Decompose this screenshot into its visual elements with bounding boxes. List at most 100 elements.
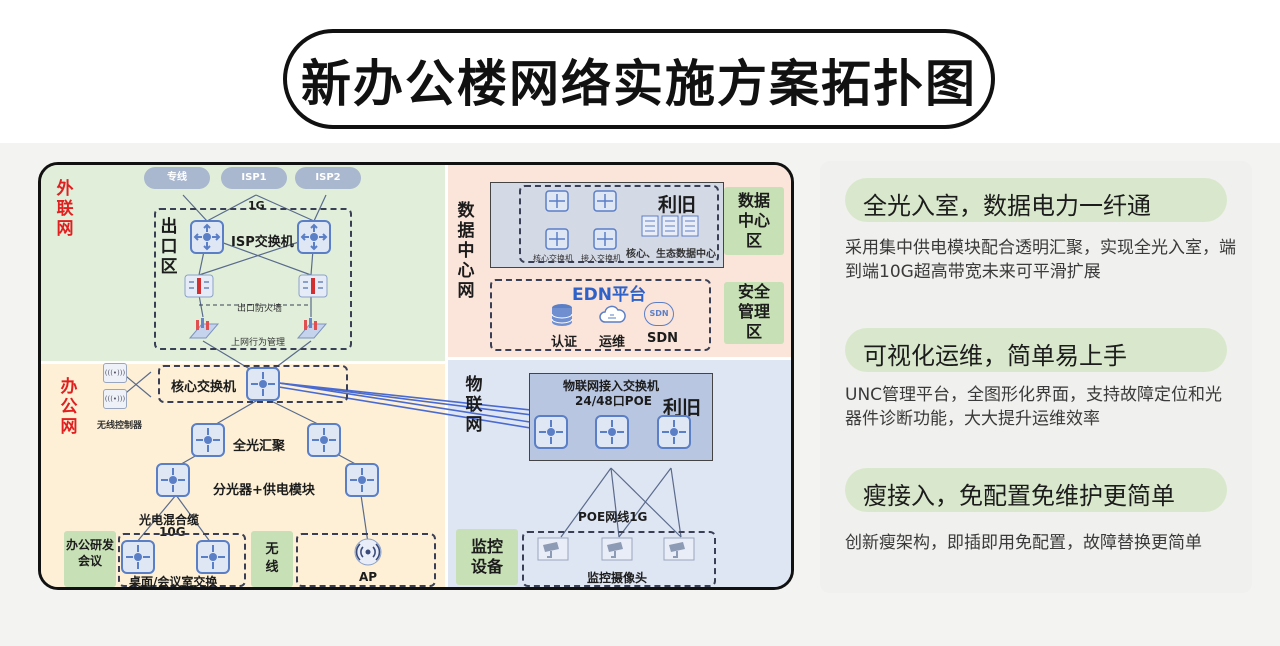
dc-core-caption: 核心交换机 xyxy=(533,254,573,263)
splitter-label: 分光器+供电模块 xyxy=(213,483,315,498)
cloud-icon: ISP1 xyxy=(221,167,287,189)
core-switch-label: 核心交换机 xyxy=(171,380,237,395)
camera-icon xyxy=(663,537,695,561)
core-switch-box xyxy=(158,365,348,403)
feature-panel xyxy=(820,161,1252,593)
behavior-mgmt-icon xyxy=(296,318,328,339)
edn-box xyxy=(490,279,711,351)
feature-2-heading: 可视化运维，简单易上手 xyxy=(863,342,1127,370)
camera-icon xyxy=(537,537,569,561)
cloud-ops-icon xyxy=(599,305,626,323)
feature-1-heading: 全光入室，数据电力一纤通 xyxy=(863,192,1151,220)
page-title: 新办公楼网络实施方案拓扑图 xyxy=(301,55,977,113)
camera-label: 监控摄像头 xyxy=(587,571,648,585)
cloud-isp1-label: ISP1 xyxy=(241,172,267,183)
edn-title: EDN平台 xyxy=(572,285,646,305)
poe-cable-label: POE网线1G xyxy=(578,510,648,524)
monitor-zone-text: 监控设备 xyxy=(470,537,503,576)
switch-icon xyxy=(534,415,568,449)
behavior-mgmt-icon xyxy=(188,318,220,339)
switch-icon xyxy=(196,540,230,574)
iot-network-label: 物联网 xyxy=(465,375,483,435)
camera-box xyxy=(522,531,716,587)
dc-device-box xyxy=(519,185,719,263)
dc-eco-caption: 核心、生态数据中心 xyxy=(626,249,716,260)
switch-icon xyxy=(297,220,331,254)
cloud-dedicated-line-label: 专线 xyxy=(167,172,187,183)
firewall-icon xyxy=(298,274,328,298)
wireless-controller-icon: (((•))) xyxy=(103,389,127,409)
feature-3-text: 创新瘦架构，即插即用免配置，故障替换更简单 xyxy=(845,533,1202,553)
behavior-mgmt-caption: 上网行为管理 xyxy=(231,338,286,348)
hybrid-cable-speed-label: 10G xyxy=(159,525,186,539)
database-icon xyxy=(551,304,573,326)
zone-outer-network xyxy=(41,165,445,361)
wireless-controller-caption: 无线控制器 xyxy=(97,421,143,431)
switch-icon xyxy=(307,423,341,457)
switch-icon xyxy=(191,423,225,457)
edn-item-auth: 认证 xyxy=(551,335,578,350)
title-pill xyxy=(283,29,995,129)
iot-switch-title: 物联网接入交换机 xyxy=(563,379,660,393)
switch-icon xyxy=(156,463,190,497)
desk-switch-label: 桌面/会议室交换 xyxy=(129,575,218,589)
iot-switch-ports: 24/48口POE xyxy=(575,394,652,408)
reuse-label-iot: 利旧 xyxy=(663,397,702,419)
office-rd-meeting-label: 办公研发会议 xyxy=(64,531,116,587)
isp-switch-label: ISP交换机 xyxy=(231,235,294,250)
switch-icon xyxy=(545,228,569,250)
sdn-icon-text: SDN xyxy=(649,309,669,318)
wireless-controller-icon: (((•))) xyxy=(103,363,127,383)
topology-diagram: 外联网 办公网 数据中心网 物联网 专线 ISP1 ISP2 出口区 1G IS… xyxy=(38,162,794,590)
office-network-label: 办公网 xyxy=(60,377,78,437)
link-1g-label: 1G xyxy=(248,199,265,212)
switch-icon xyxy=(657,415,691,449)
office-rd-meeting-text: 办公研发会议 xyxy=(65,538,114,568)
switch-icon xyxy=(593,228,617,250)
exit-zone-label: 出口区 xyxy=(160,217,178,277)
cloud-icon: ISP2 xyxy=(295,167,361,189)
cloud-isp2-label: ISP2 xyxy=(315,172,341,183)
feature-2-text: UNC管理平台，全图形化界面，支持故障定位和光器件诊断功能，大大提升运维效率 xyxy=(845,385,1223,429)
dc-access-caption: 接入交换机 xyxy=(581,254,621,263)
cloud-icon: 专线 xyxy=(144,167,210,189)
switch-icon xyxy=(190,220,224,254)
wireless-controller-1-text: (((•))) xyxy=(104,369,126,377)
firewall-caption: 出口防火墙 xyxy=(237,304,283,314)
wireless-label: 无线 xyxy=(251,531,293,587)
all-optical-agg-label: 全光汇聚 xyxy=(233,439,286,454)
wireless-text: 无线 xyxy=(265,542,279,575)
hybrid-cable-label: 光电混合缆 xyxy=(139,513,200,527)
camera-icon xyxy=(601,537,633,561)
sdn-icon: SDN xyxy=(644,302,674,326)
security-zone-label: 安全管理区 xyxy=(724,282,784,344)
outer-network-label: 外联网 xyxy=(56,179,74,239)
wireless-controller-2-text: (((•))) xyxy=(104,395,126,403)
feature-3-pill xyxy=(845,468,1227,512)
switch-icon xyxy=(121,540,155,574)
edn-item-sdn: SDN xyxy=(647,331,679,346)
wifi-ap-icon xyxy=(354,538,382,566)
switch-icon xyxy=(595,415,629,449)
desk-switch-box xyxy=(118,533,246,587)
edn-item-ops: 运维 xyxy=(599,335,626,350)
feature-3-heading: 瘦接入，免配置免维护更简单 xyxy=(863,482,1175,510)
monitor-zone-label: 监控设备 xyxy=(456,529,518,585)
switch-icon xyxy=(345,463,379,497)
exit-zone-box xyxy=(154,208,352,350)
switch-icon xyxy=(545,190,569,212)
ap-label: AP xyxy=(359,570,378,584)
feature-2-pill xyxy=(845,328,1227,372)
dc-zone-label: 数据中心区 xyxy=(724,187,784,255)
switch-icon xyxy=(246,367,280,401)
security-zone-text: 安全管理区 xyxy=(737,282,770,341)
feature-1-pill xyxy=(845,178,1227,222)
datacenter-network-label: 数据中心网 xyxy=(457,201,475,301)
ap-box xyxy=(296,533,436,587)
server-rack-icon xyxy=(641,215,699,237)
switch-icon xyxy=(593,190,617,212)
reuse-label: 利旧 xyxy=(658,194,697,216)
firewall-icon xyxy=(184,274,214,298)
dc-zone-text: 数据中心区 xyxy=(737,191,770,250)
